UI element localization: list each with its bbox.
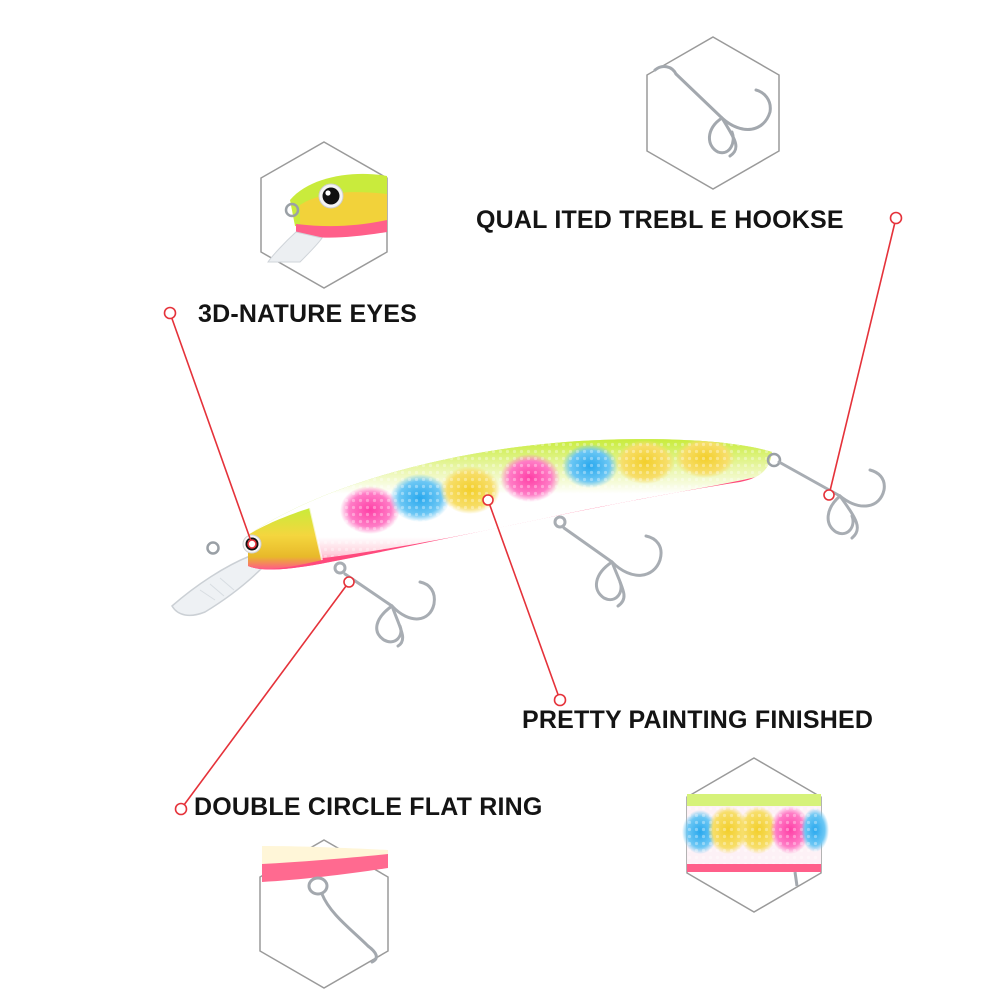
split-ring-detail [262, 846, 388, 964]
lure-eye-detail [267, 173, 387, 263]
hooks-end-marker [823, 489, 835, 501]
ring-label: DOUBLE CIRCLE FLAT RING [194, 793, 543, 821]
treble-hook-front [333, 561, 436, 648]
hooks-label: QUAL ITED TREBL E HOOKSE [476, 206, 844, 234]
ring-detail-hexagon [259, 839, 389, 989]
painting-label: PRETTY PAINTING FINISHED [522, 706, 874, 734]
hook-detail-hexagon [646, 36, 780, 190]
callout-markers [163, 211, 903, 816]
painting-marker [553, 693, 567, 707]
callout-lines [169, 217, 897, 810]
scale-pattern-detail [682, 794, 829, 887]
eyes-marker [163, 306, 177, 320]
painting-detail-hexagon [682, 757, 829, 913]
ring-marker [174, 802, 188, 816]
eyes-end-marker [247, 539, 257, 549]
treble-hook-middle [553, 515, 663, 608]
hooks-marker [889, 211, 903, 225]
eye-detail-hexagon [260, 141, 388, 289]
painting-start-marker [482, 494, 494, 506]
eyes-label: 3D-NATURE EYES [198, 300, 418, 328]
treble-hook-tail [777, 460, 886, 540]
treble-hook-icon [653, 65, 772, 158]
ring-start-marker [343, 576, 355, 588]
